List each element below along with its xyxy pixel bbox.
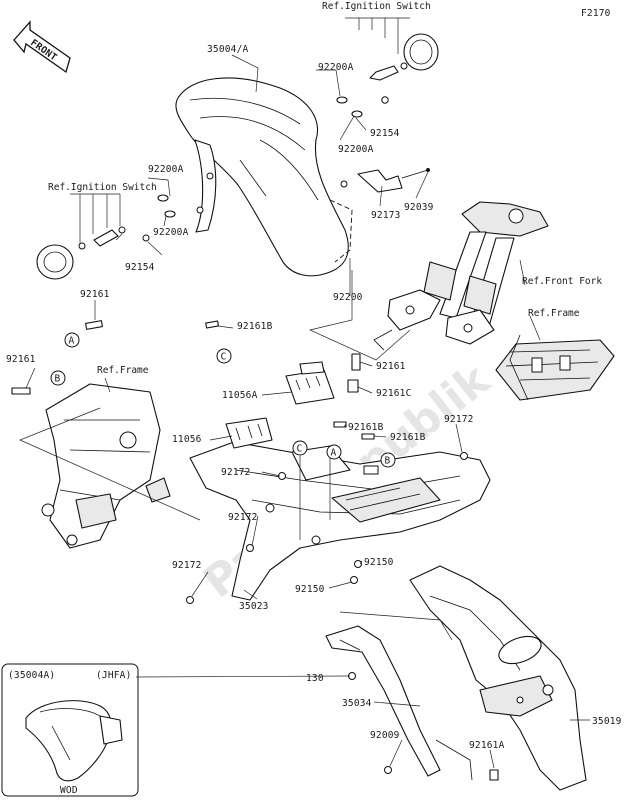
label-11056A: 11056A — [222, 390, 258, 401]
label-35034: 35034 — [342, 698, 372, 709]
ref-ignition-top: Ref.Ignition Switch — [322, 1, 431, 12]
frame-left — [41, 383, 171, 549]
bracket-leader — [339, 611, 453, 641]
svg-text:A: A — [331, 448, 337, 459]
leader-lines — [25, 54, 590, 769]
rear-fender — [409, 565, 587, 791]
callout-b-left: B — [50, 370, 66, 386]
callout-c-mid: C — [292, 440, 308, 456]
ref-front-fork: Ref.Front Fork — [522, 276, 602, 287]
label-92039: 92039 — [404, 202, 434, 213]
label-92172-3: 92172 — [228, 512, 258, 523]
label-92154-2: 92154 — [125, 262, 155, 273]
inset-code: (35004A) — [8, 670, 55, 681]
label-92161-2: 92161 — [6, 354, 36, 365]
label-92200A-4: 92200A — [153, 227, 189, 238]
label-35023: 35023 — [239, 601, 269, 612]
label-35019: 35019 — [592, 716, 622, 727]
label-92161B-3: 92161B — [390, 432, 426, 443]
svg-text:B: B — [385, 456, 391, 467]
svg-text:C: C — [297, 444, 303, 455]
label-92200A-1: 92200A — [318, 62, 354, 73]
label-92161-3: 92161 — [376, 361, 406, 372]
label-92161-1: 92161 — [80, 289, 110, 300]
relay-11056 — [225, 417, 273, 449]
label-92154-1: 92154 — [370, 128, 400, 139]
frame-left-leader — [19, 407, 201, 521]
label-92173: 92173 — [371, 210, 401, 221]
figure-code: F2170 — [581, 8, 611, 19]
callout-a-mid: A — [326, 444, 342, 460]
label-130: 130 — [306, 673, 324, 684]
svg-text:C: C — [221, 352, 227, 363]
top-reflector — [345, 17, 439, 81]
label-92172-4: 92172 — [172, 560, 202, 571]
ref-ignition-left: Ref.Ignition Switch — [48, 182, 157, 193]
front-arrow-icon: FRONT — [13, 20, 71, 74]
label-92150-2: 92150 — [295, 584, 325, 595]
label-92200A-2: 92200A — [338, 144, 374, 155]
inset-box — [1, 663, 139, 797]
label-35004A: 35004/A — [207, 44, 249, 55]
front-fender — [175, 77, 353, 277]
ref-frame-right: Ref.Frame — [528, 308, 580, 319]
relay-11056A — [285, 361, 335, 405]
cable-bracket — [357, 168, 430, 193]
label-92150-1: 92150 — [364, 557, 394, 568]
callout-a-left: A — [64, 332, 80, 348]
rear-tray — [189, 441, 491, 601]
front-fork — [373, 201, 549, 351]
callout-b-mid: B — [380, 452, 396, 468]
label-92200: 92200 — [333, 292, 363, 303]
left-reflector — [36, 193, 176, 280]
label-11056: 11056 — [172, 434, 202, 445]
label-92172-1: 92172 — [444, 414, 474, 425]
adhesive-pads — [11, 320, 499, 781]
license-bracket — [325, 625, 473, 781]
bolts — [186, 452, 468, 774]
frame-right — [495, 334, 615, 401]
label-92009: 92009 — [370, 730, 400, 741]
svg-text:A: A — [69, 336, 75, 347]
label-92161A: 92161A — [469, 740, 505, 751]
label-92161C: 92161C — [376, 388, 412, 399]
label-92161B-2: 92161B — [348, 422, 384, 433]
inset-variant: (JHFA) — [96, 670, 132, 681]
label-92200A-3: 92200A — [148, 164, 184, 175]
inset-caption: WOD — [60, 785, 78, 796]
washers-top — [336, 96, 389, 118]
callout-c-top: C — [216, 348, 232, 364]
label-92172-2: 92172 — [221, 467, 251, 478]
svg-text:B: B — [55, 374, 61, 385]
ref-frame-left: Ref.Frame — [97, 365, 149, 376]
fender-fork-leader — [308, 270, 411, 361]
label-92161B-1: 92161B — [237, 321, 273, 332]
